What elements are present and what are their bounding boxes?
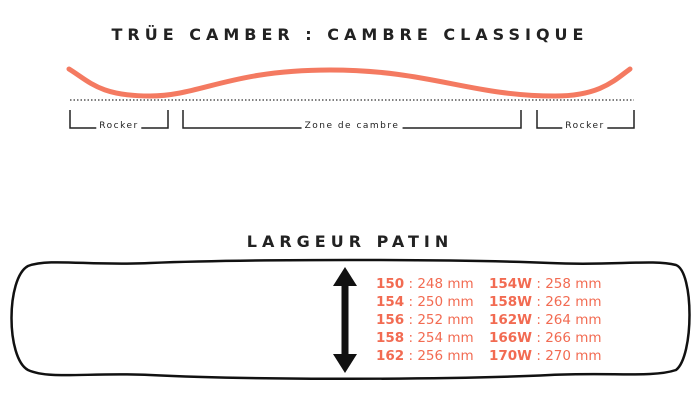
separator: :: [532, 276, 546, 292]
waist-width: 252 mm: [417, 312, 474, 328]
camber-title: TRÜE CAMBER : CAMBRE CLASSIQUE: [111, 25, 589, 44]
size-row: 166W : 266 mm: [489, 329, 602, 347]
waist-width: 250 mm: [417, 294, 474, 310]
size-row: 154 : 250 mm: [376, 293, 474, 311]
waist-width: 248 mm: [417, 276, 474, 292]
separator: :: [404, 312, 418, 328]
board-size: 166W: [489, 330, 533, 346]
size-row: 158W : 262 mm: [489, 293, 602, 311]
board-size: 158W: [489, 294, 533, 310]
rocker-left-label: Rocker: [96, 121, 142, 131]
size-row: 170W : 270 mm: [489, 347, 602, 365]
separator: :: [532, 330, 546, 346]
board-size: 156: [376, 312, 405, 328]
board-size: 158: [376, 330, 405, 346]
size-row: 162 : 256 mm: [376, 347, 474, 365]
board-size: 154W: [489, 276, 533, 292]
waist-width: 264 mm: [545, 312, 602, 328]
waist-width-title: LARGEUR PATIN: [246, 232, 454, 251]
camber-zone-label: Zone de cambre: [301, 121, 403, 131]
size-row: 150 : 248 mm: [376, 275, 474, 293]
board-size: 162: [376, 348, 405, 364]
size-row: 154W : 258 mm: [489, 275, 602, 293]
rocker-right-label: Rocker: [562, 121, 608, 131]
waist-width: 270 mm: [545, 348, 602, 364]
width-arrow: [333, 267, 357, 373]
separator: :: [532, 312, 546, 328]
board-outline: [10, 258, 691, 380]
board-size: 170W: [489, 348, 533, 364]
size-row: 162W : 264 mm: [489, 311, 602, 329]
waist-width: 266 mm: [545, 330, 602, 346]
board-size: 150: [376, 276, 405, 292]
waist-width: 258 mm: [545, 276, 602, 292]
board-size: 162W: [489, 312, 533, 328]
separator: :: [404, 294, 418, 310]
separator: :: [532, 348, 546, 364]
waist-width: 256 mm: [417, 348, 474, 364]
camber-profile-curve: [66, 66, 633, 99]
separator: :: [404, 276, 418, 292]
separator: :: [404, 348, 418, 364]
board-size: 154: [376, 294, 405, 310]
separator: :: [404, 330, 418, 346]
size-row: 158 : 254 mm: [376, 329, 474, 347]
size-column-wide: 154W : 258 mm 158W : 262 mm 162W : 264 m…: [489, 275, 602, 365]
size-row: 156 : 252 mm: [376, 311, 474, 329]
waist-width: 262 mm: [545, 294, 602, 310]
size-column-regular: 150 : 248 mm 154 : 250 mm 156 : 252 mm 1…: [376, 275, 474, 365]
separator: :: [532, 294, 546, 310]
waist-width: 254 mm: [417, 330, 474, 346]
